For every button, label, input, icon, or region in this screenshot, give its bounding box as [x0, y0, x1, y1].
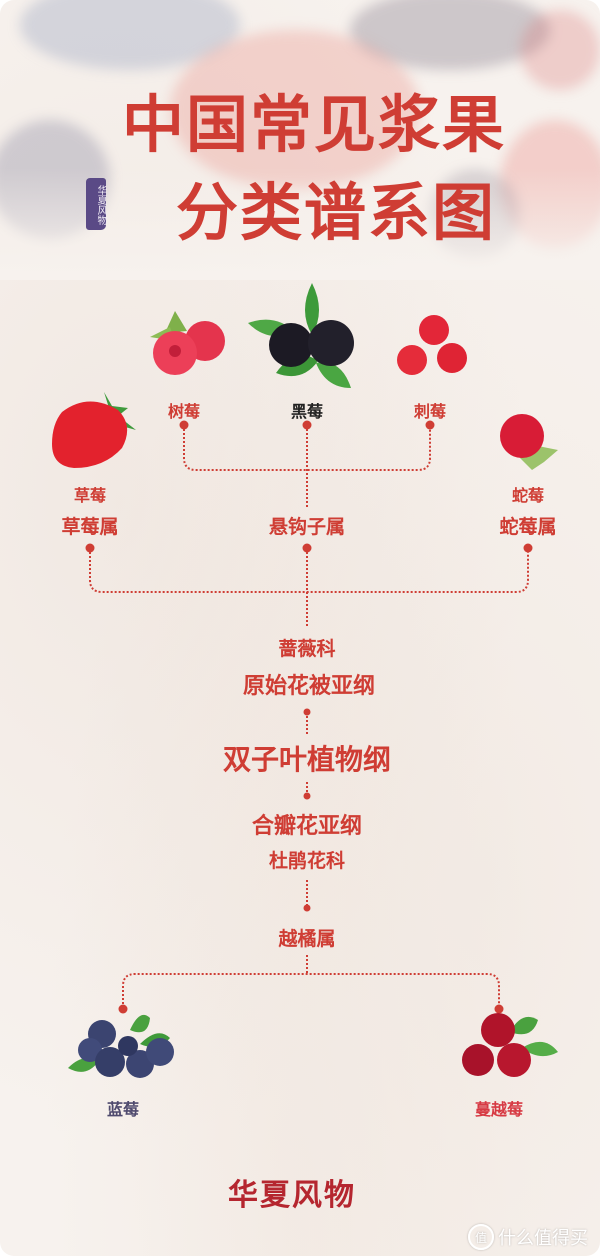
label-blueberry: 蓝莓 [106, 1100, 140, 1119]
title-line-2: 分类谱系图 [175, 176, 496, 249]
raspberry-icon [150, 311, 225, 375]
strawberry-icon [52, 392, 136, 468]
zhidemai-logo-icon: 值 [468, 1224, 494, 1250]
label-dicotyledoneae: 双子叶植物纲 [222, 743, 392, 776]
label-cranberry: 蔓越莓 [474, 1100, 524, 1119]
label-rubus-genus: 悬钩子属 [268, 516, 346, 538]
watermark: 值 什么值得买 [468, 1224, 588, 1250]
label-blackberry: 黑莓 [290, 402, 324, 421]
label-duchesnea-genus: 蛇莓属 [499, 516, 557, 538]
cranberry-icon [462, 1013, 558, 1077]
thorn-berry-icon [397, 315, 467, 375]
label-mock-strawberry: 蛇莓 [511, 486, 545, 505]
label-vaccinium-genus: 越橘属 [278, 928, 336, 950]
blackberry-icon [248, 283, 354, 388]
watermark-text: 什么值得买 [498, 1228, 588, 1249]
label-fragaria-genus: 草莓属 [61, 516, 119, 538]
label-rosaceae: 蔷薇科 [278, 638, 336, 660]
label-ericaceae: 杜鹃花科 [268, 850, 346, 872]
footer-brand-logo: 华夏风物 [228, 1178, 356, 1213]
label-sympetalae: 合瓣花亚纲 [251, 814, 363, 839]
label-thorn-berry: 刺莓 [413, 402, 447, 421]
mock-strawberry-icon [500, 414, 558, 470]
label-raspberry: 树莓 [167, 402, 201, 421]
label-strawberry: 草莓 [73, 486, 107, 505]
brand-seal: 华夏风物 [86, 178, 106, 230]
label-archichlamydeae: 原始花被亚纲 [242, 674, 376, 699]
title-line-1: 中国常见浆果 [121, 88, 506, 161]
blueberry-icon [68, 1014, 174, 1078]
